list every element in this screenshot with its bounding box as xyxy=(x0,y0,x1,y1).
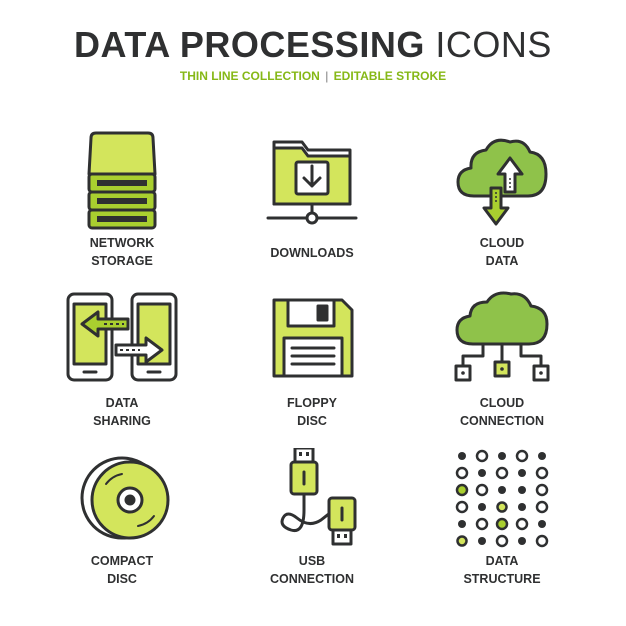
label-line-1: USB xyxy=(298,554,326,568)
data-dot xyxy=(475,517,489,531)
data-dot xyxy=(458,520,466,528)
icon-label: USB CONNECTION xyxy=(232,552,392,588)
label-line-1: COMPACT xyxy=(90,554,154,568)
icon-label: DATA SHARING xyxy=(42,394,202,430)
label-line-2: STORAGE xyxy=(91,254,153,268)
data-dot xyxy=(455,500,469,514)
label-line-2: CONNECTION xyxy=(459,414,545,428)
data-dot xyxy=(475,483,489,497)
label-line-1: DOWNLOADS xyxy=(270,246,354,260)
folder-download-icon xyxy=(266,140,358,225)
label-line-1: CLOUD xyxy=(479,396,525,410)
subtitle-right: EDITABLE STROKE xyxy=(333,69,447,83)
label-line-1: DATA xyxy=(105,396,139,410)
data-dot xyxy=(478,537,486,545)
data-dot xyxy=(455,483,469,497)
label-line-1: NETWORK xyxy=(89,236,155,250)
icon-label: CLOUD CONNECTION xyxy=(422,394,582,430)
data-dot xyxy=(478,503,486,511)
icon-card-cloud-data: CLOUD DATA xyxy=(422,130,582,280)
icon-card-floppy-disc: FLOPPY DISC xyxy=(232,290,392,440)
data-dot xyxy=(538,520,546,528)
subtitle-left: THIN LINE COLLECTION xyxy=(179,69,320,83)
label-line-2: DATA xyxy=(485,254,519,268)
icon-label: NETWORK STORAGE xyxy=(42,234,202,270)
icon-label: DOWNLOADS xyxy=(232,244,392,262)
data-dot xyxy=(475,449,489,463)
data-dot xyxy=(538,452,546,460)
data-dot xyxy=(495,517,509,531)
data-dot xyxy=(495,534,509,548)
data-dot xyxy=(455,466,469,480)
server-stack-icon xyxy=(87,131,157,230)
data-dot xyxy=(518,537,526,545)
cloud-network-icon xyxy=(454,291,550,382)
icon-label: CLOUD DATA xyxy=(422,234,582,270)
icon-card-cloud-connection: CLOUD CONNECTION xyxy=(422,290,582,440)
label-line-2: DISC xyxy=(107,572,137,586)
data-dot xyxy=(515,449,529,463)
cloud-sync-icon xyxy=(456,138,548,226)
phones-transfer-icon xyxy=(66,292,178,382)
data-dot xyxy=(496,501,508,513)
data-dot xyxy=(456,535,468,547)
data-dot xyxy=(498,486,506,494)
compact-disc-icon xyxy=(80,456,170,540)
data-dot xyxy=(535,534,549,548)
data-dot xyxy=(515,517,529,531)
data-dot xyxy=(518,486,526,494)
label-line-2: SHARING xyxy=(93,414,151,428)
title-bold: DATA PROCESSING xyxy=(74,24,425,65)
label-line-1: FLOPPY xyxy=(286,396,337,410)
label-line-2: STRUCTURE xyxy=(463,572,541,586)
page-title: DATA PROCESSING ICONS xyxy=(0,24,626,66)
usb-cable-icon xyxy=(280,448,357,546)
icon-label: COMPACT DISC xyxy=(42,552,202,588)
data-dot xyxy=(535,466,549,480)
data-dot xyxy=(518,503,526,511)
data-dot xyxy=(478,469,486,477)
page-subtitle: THIN LINE COLLECTION | EDITABLE STROKE xyxy=(0,69,626,83)
data-dot xyxy=(458,452,466,460)
icon-card-data-structure: DATA STRUCTURE xyxy=(422,448,582,598)
icon-card-usb-connection: USB CONNECTION xyxy=(232,448,392,598)
icon-card-compact-disc: COMPACT DISC xyxy=(42,448,202,598)
data-dots-icon xyxy=(455,449,549,548)
floppy-disk-icon xyxy=(272,298,354,378)
data-dot xyxy=(535,500,549,514)
icon-card-data-sharing: DATA SHARING xyxy=(42,290,202,440)
data-dot xyxy=(495,466,509,480)
icon-label: FLOPPY DISC xyxy=(232,394,392,430)
data-dot xyxy=(535,483,549,497)
data-dot xyxy=(518,469,526,477)
subtitle-separator: | xyxy=(325,69,329,83)
label-line-1: CLOUD xyxy=(479,236,525,250)
label-line-1: DATA xyxy=(485,554,519,568)
icon-card-network-storage: NETWORK STORAGE xyxy=(42,130,202,280)
label-line-2: CONNECTION xyxy=(269,572,355,586)
icon-card-downloads: DOWNLOADS xyxy=(232,130,392,280)
icon-label: DATA STRUCTURE xyxy=(422,552,582,588)
title-light: ICONS xyxy=(435,24,552,65)
label-line-2: DISC xyxy=(297,414,327,428)
data-dot xyxy=(498,452,506,460)
